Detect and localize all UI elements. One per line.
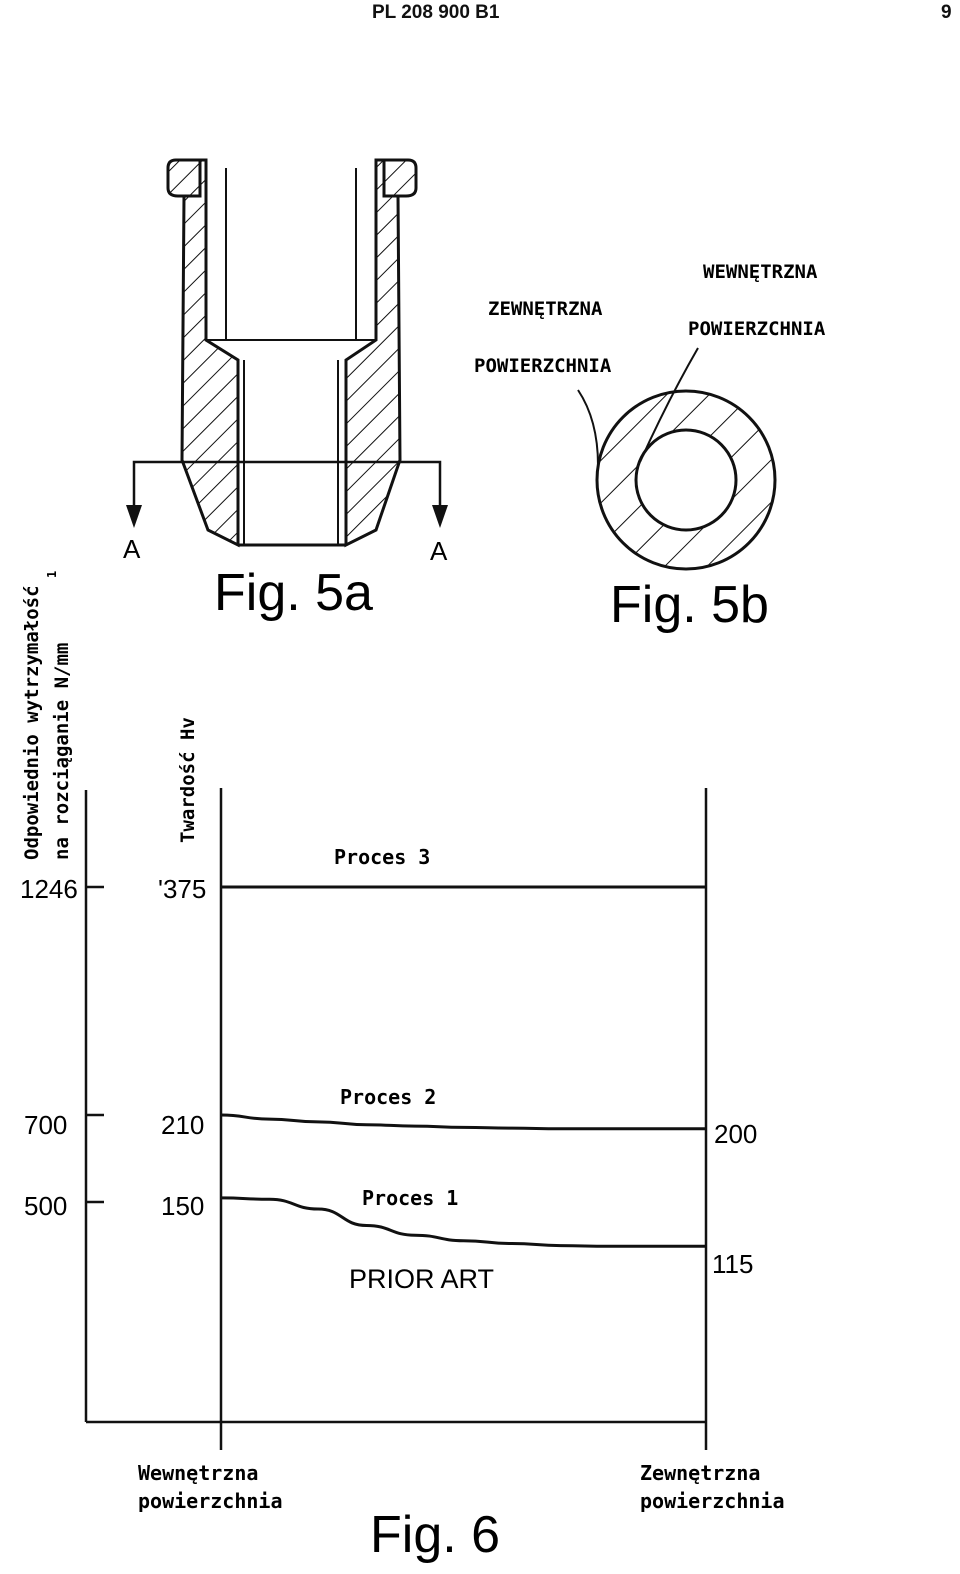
hardness-tick-210: 210 — [161, 1110, 204, 1140]
leader-outer — [577, 389, 599, 466]
x-label-outer-1: Zewnętrzna — [640, 1461, 760, 1485]
fig-5a-drawing — [126, 158, 448, 548]
y-axis-label-strength-1: Odpowiednio wytrzymałość — [21, 585, 43, 860]
prior-art-annotation: PRIOR ART — [349, 1264, 494, 1294]
y-axis-label-strength-2: na rozciąganie N/mm — [51, 643, 73, 860]
document-number: PL 208 900 B1 — [372, 2, 500, 23]
section-arrow-left — [126, 505, 142, 528]
fig-5b-caption: Fig. 5b — [610, 576, 769, 634]
x-label-outer-2: powierzchnia — [640, 1489, 785, 1513]
strength-tick-500: 500 — [24, 1191, 67, 1221]
series-label-proces-1: Proces 1 — [362, 1186, 458, 1210]
series-label-proces-3: Proces 3 — [334, 845, 430, 869]
y-axis-label-superscript: 1 — [45, 571, 59, 578]
series-label-proces-2: Proces 2 — [340, 1085, 436, 1109]
x-label-inner-2: powierzchnia — [138, 1489, 283, 1513]
section-label-left: A — [123, 534, 141, 564]
wall-left — [180, 158, 240, 548]
section-line — [132, 460, 442, 520]
outer-surface-label-2: POWIERZCHNIA — [474, 355, 612, 377]
strength-tick-1246: 1246 — [20, 874, 78, 904]
y-axis-label-hardness: Twardość Hv — [177, 717, 199, 843]
section-arrow-right — [432, 505, 448, 528]
strength-tick-700: 700 — [24, 1110, 67, 1140]
hardness-tick-150: 150 — [161, 1191, 204, 1221]
collar-right — [382, 158, 418, 198]
inner-surface-label-2: POWIERZCHNIA — [688, 318, 826, 340]
inner-surface-label-1: WEWNĘTRZNA — [703, 261, 818, 283]
leader-inner — [639, 347, 699, 463]
section-label-right: A — [430, 536, 448, 566]
fig-5b-drawing — [577, 347, 777, 571]
series-line-proces-2 — [220, 1113, 706, 1131]
end-value-proces-1: 115 — [712, 1249, 753, 1279]
series-line-proces-1 — [220, 1196, 706, 1248]
fig-6-caption: Fig. 6 — [370, 1506, 500, 1564]
end-value-proces-2: 200 — [714, 1119, 757, 1149]
fig-6-chart: Odpowiednio wytrzymałość na rozciąganie … — [20, 571, 785, 1564]
hardness-tick-375: '375 — [158, 874, 206, 904]
ring — [595, 389, 777, 571]
fig-5a-caption: Fig. 5a — [214, 564, 373, 622]
outer-surface-label-1: ZEWNĘTRZNA — [488, 298, 603, 320]
wall-right — [344, 158, 402, 548]
collar-left — [166, 158, 202, 198]
page-number: 9 — [941, 2, 952, 23]
x-label-inner-1: Wewnętrzna — [138, 1461, 258, 1485]
